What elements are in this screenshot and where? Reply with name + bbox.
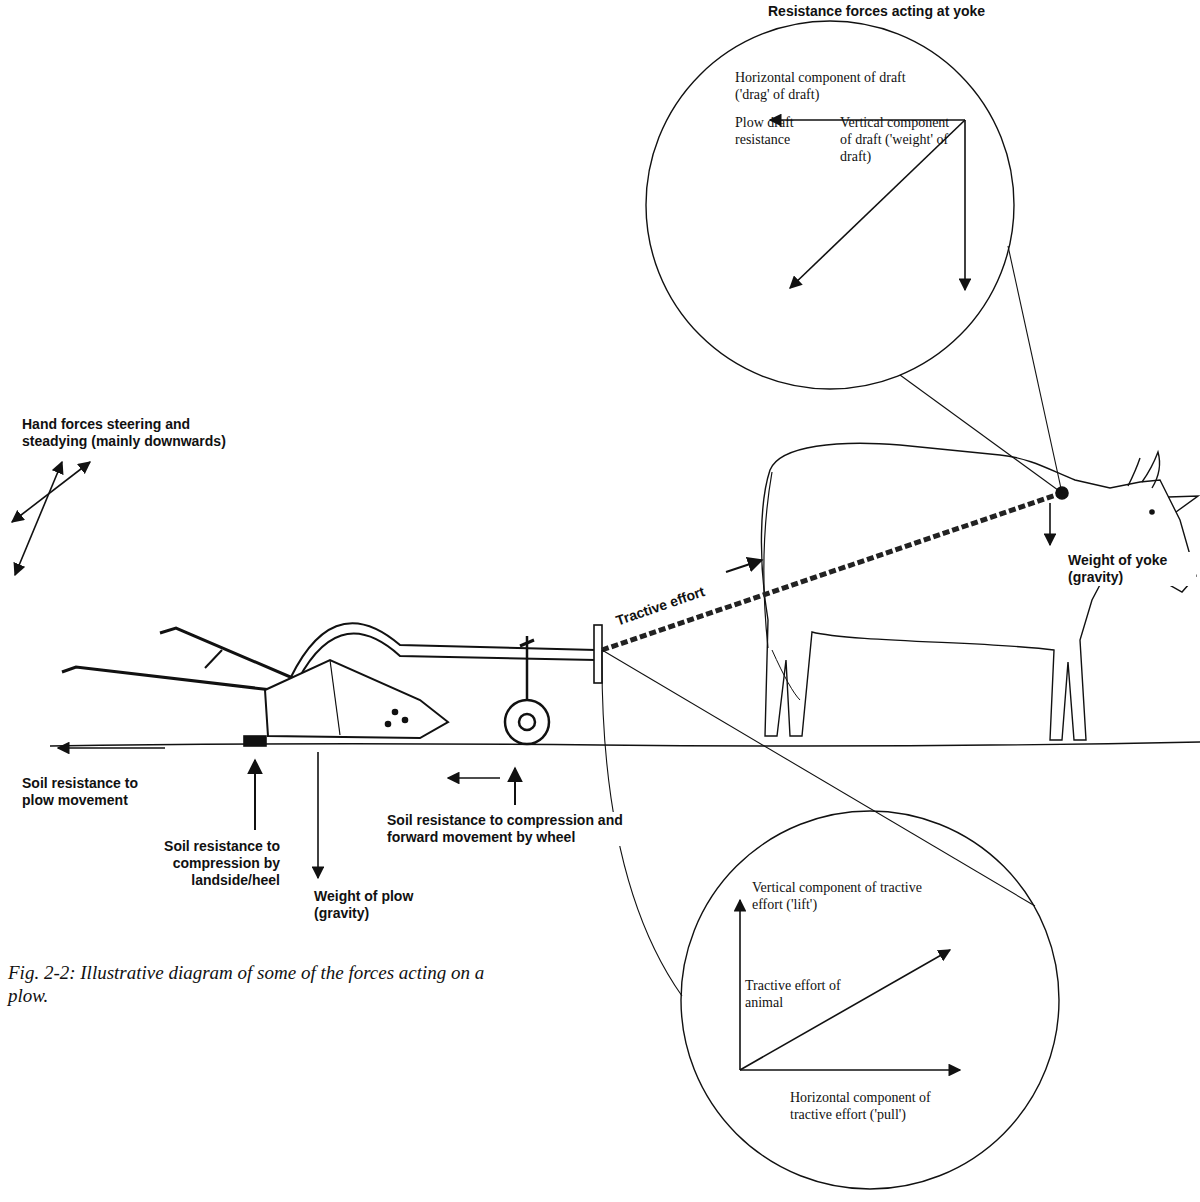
force-arrow xyxy=(1049,503,1051,545)
circle-outline xyxy=(680,810,1060,1190)
circle-outline xyxy=(681,811,1059,1189)
force-label: Soil resistance to compression by landsi… xyxy=(112,838,282,888)
force-arrow xyxy=(254,760,256,830)
force-label: Soil resistance to plow movement xyxy=(20,775,174,809)
wheel-stalk xyxy=(526,636,529,700)
bolt xyxy=(393,710,398,715)
force-label: Weight of plow (gravity) xyxy=(312,888,466,922)
force-arrow xyxy=(726,560,762,572)
ox-body xyxy=(761,443,1196,740)
landside-heel xyxy=(244,736,266,746)
leader-line xyxy=(900,375,1062,493)
ox-tail xyxy=(764,472,772,648)
vector-arrow xyxy=(740,1069,960,1071)
wheel-hub xyxy=(519,714,535,730)
plow-handle xyxy=(160,628,302,682)
chain xyxy=(602,493,1062,650)
hitch-bar xyxy=(594,625,602,683)
gauge-wheel xyxy=(505,700,549,744)
force-arrow xyxy=(448,777,500,779)
force-arrow xyxy=(58,747,165,749)
force-label: Tractive effort of animal xyxy=(745,978,857,1012)
force-circle: Resistance forces acting at yokeHorizont… xyxy=(645,20,1015,390)
plow-handle xyxy=(62,667,272,690)
circle-heading: Resistance forces acting at yoke xyxy=(768,3,1098,20)
force-label: Weight of yoke (gravity) xyxy=(1066,552,1196,586)
force-label: Soil resistance to compression and forwa… xyxy=(385,812,657,846)
force-label: Plow draft resistance xyxy=(735,115,815,149)
ox-ear xyxy=(1168,496,1198,512)
vector-arrow xyxy=(740,950,950,1070)
ox-horn xyxy=(1128,458,1140,486)
vector-arrow xyxy=(964,120,966,290)
vector-arrow xyxy=(739,900,741,1070)
handle-brace xyxy=(205,650,222,668)
circle-outline xyxy=(646,21,1014,389)
force-label: Tractive effort xyxy=(612,583,709,630)
wheel-clamp xyxy=(520,640,534,646)
ox-eye xyxy=(1150,510,1154,514)
leader-line xyxy=(1008,246,1062,493)
force-arrow xyxy=(12,462,90,522)
force-label: Vertical component of tractive effort ('… xyxy=(752,880,942,914)
plow-frog xyxy=(330,660,340,735)
ox-thigh xyxy=(772,650,800,700)
figure-caption: Fig. 2-2: Illustrative diagram of some o… xyxy=(6,962,490,1008)
force-label: Horizontal component of draft ('drag' of… xyxy=(735,70,935,104)
force-arrow xyxy=(317,752,319,878)
force-circle: Vertical component of tractive effort ('… xyxy=(680,810,1060,1190)
force-label: Vertical component of draft ('weight' of… xyxy=(840,115,964,165)
bolt xyxy=(403,718,408,723)
force-label: Horizontal component of tractive effort … xyxy=(790,1090,970,1124)
ox-horn xyxy=(1142,452,1160,488)
force-label: Hand forces steering and steadying (main… xyxy=(20,416,256,450)
force-arrow xyxy=(15,462,62,575)
force-arrow xyxy=(514,768,516,805)
ground-line xyxy=(50,742,1200,746)
leader-line xyxy=(602,650,1035,906)
plow-body xyxy=(265,660,448,738)
bolt xyxy=(386,722,391,727)
